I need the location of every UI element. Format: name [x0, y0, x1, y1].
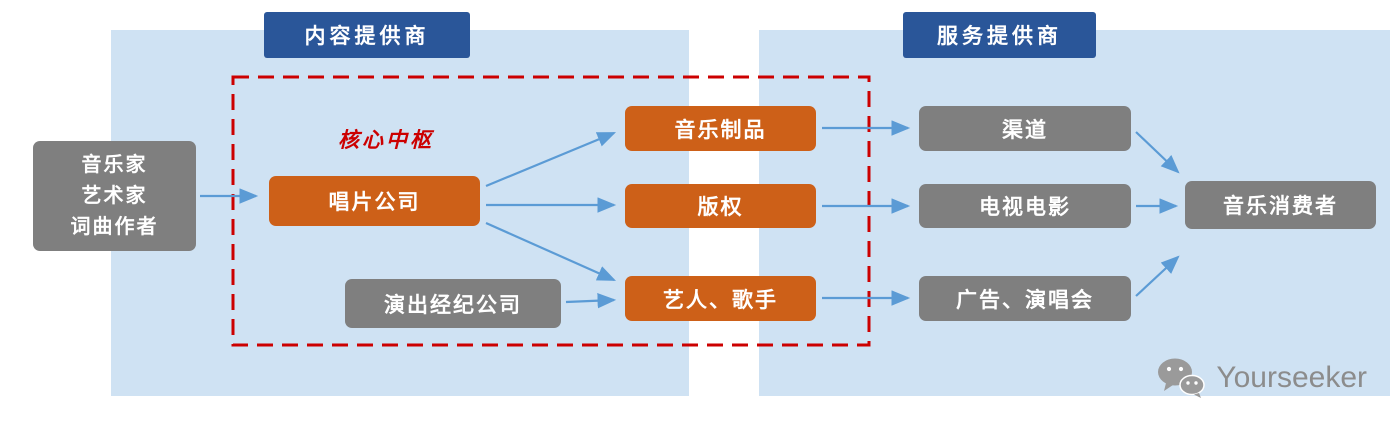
node-ads-concerts: 广告、演唱会	[919, 276, 1131, 321]
creators-line-artist: 艺术家	[81, 184, 148, 207]
header-content-provider: 内容提供商	[264, 12, 470, 58]
node-music-consumer: 音乐消费者	[1185, 181, 1376, 229]
node-channel: 渠道	[919, 106, 1131, 151]
header-service-provider: 服务提供商	[903, 12, 1096, 58]
wechat-icon	[1158, 358, 1206, 398]
node-music-products: 音乐制品	[625, 106, 816, 151]
core-hub-label: 核心中枢	[338, 128, 434, 152]
watermark: Yourseeker	[1156, 357, 1367, 399]
node-performance-agency: 演出经纪公司	[345, 279, 561, 328]
node-tv-film: 电视电影	[919, 184, 1131, 228]
node-artists-singers: 艺人、歌手	[625, 276, 816, 321]
node-creators: 音乐家 艺术家 词曲作者	[33, 141, 196, 251]
node-record-company: 唱片公司	[269, 176, 480, 226]
watermark-brand: Yourseeker	[1216, 361, 1367, 394]
creators-line-songwriter: 词曲作者	[70, 215, 159, 238]
node-copyright: 版权	[625, 184, 816, 228]
creators-line-musician: 音乐家	[81, 153, 148, 176]
